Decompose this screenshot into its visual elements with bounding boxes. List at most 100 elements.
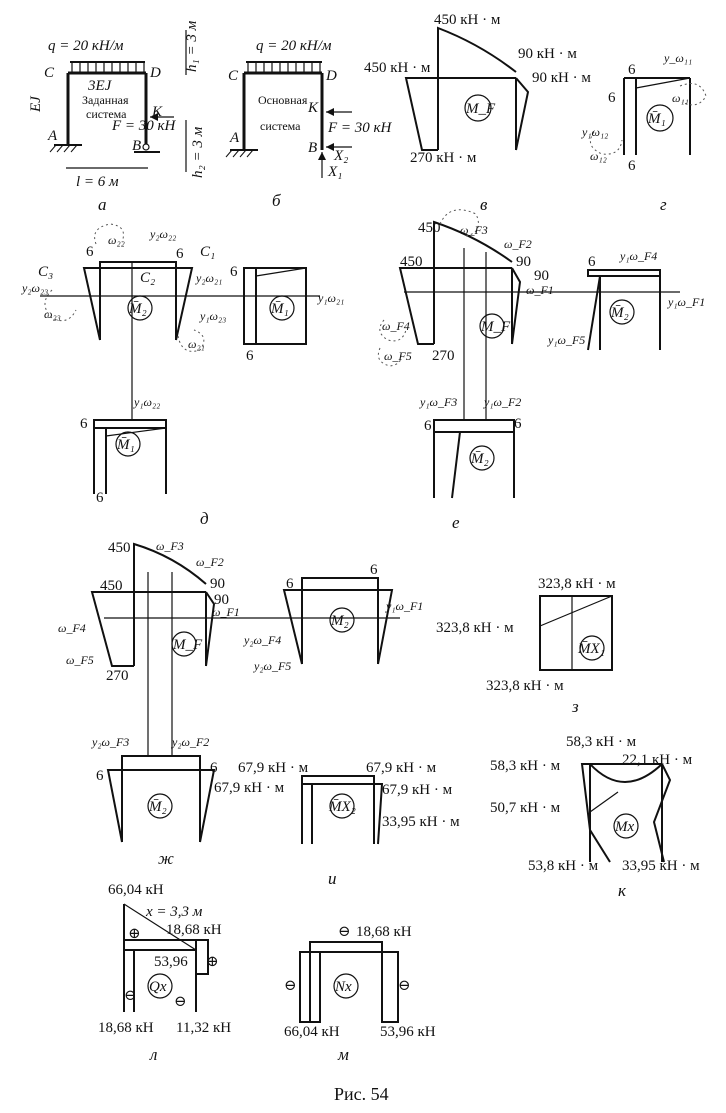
y1omega22-label: y₁ω₂₂ [133,395,160,409]
value-top-right: 67,9 кН · м [366,760,437,776]
y1omegaF3-label: y₁ω_F3 [419,395,457,409]
minus-sign-left: ⊖ [284,978,297,994]
panel-zh-multiplication: M_F M₂ M̄₂ 450 450 90 90 270 6 6 6 6 ω_F… [58,539,423,868]
value-450-left: 450 [400,254,423,270]
panel-a-letter: а [98,195,107,214]
plus-sign-a: ⊕ [128,926,141,942]
y2omega21-label: y₂ω₂₁ [195,271,222,285]
x1-label: X₁ [327,164,342,180]
plus-sign-b: ⊕ [206,954,219,970]
y-omega11-label: y_ω₁₁ [663,51,692,65]
node-B-label: B [132,138,141,154]
panel-i-mx2-diagram: M̄X₂ 67,9 кН · м 67,9 кН · м 67,9 кН · м… [214,760,460,888]
value-6-bottom: 6 [628,158,636,174]
c2-label: C₂ [140,270,155,286]
value-right-bottom: 90 кН · м [532,70,591,86]
value-left: 323,8 кН · м [436,620,514,636]
node-A-label: A [229,130,240,146]
value-6-top: 6 [628,62,636,78]
value-left: 58,3 кН · м [490,758,561,774]
value-450-left: 450 [100,578,123,594]
panel-m-letter: м [337,1045,349,1064]
y1omegaF1-label: y₁ω_F1 [667,295,705,309]
pin-support-B [142,143,150,151]
omegaF5-label: ω_F5 [384,349,412,363]
value-6-c: 6 [96,768,104,784]
value-bottom-right: 33,95 кН · м [622,858,700,874]
y1omega12-label: y₁ω₁₂ [581,125,608,139]
value-6-c: 6 [514,416,522,432]
panel-z-letter: з [571,697,579,716]
y1omegaF4-label: y₁ω_F4 [619,249,657,263]
load-label: q = 20 кН/м [48,38,124,54]
value-6-c: 6 [230,264,238,280]
value-bottom-right: 11,32 кН [176,1020,231,1036]
omega21-label: ω₂₁ [188,337,205,351]
system-title-2: система [260,119,301,133]
value-90-b: 90 [214,592,229,608]
panel-a-given-system: q = 20 кН/м C D 3EJ Заданная система EJ … [28,20,206,214]
mx2-circle-label: M̄X₂ [328,799,356,815]
panel-k-letter: к [618,881,627,900]
h2-label: h₂ = 3 м [190,126,206,178]
omegaF4-label: ω_F4 [382,319,410,333]
panel-m-nx-diagram: Nx 18,68 кН 66,04 кН 53,96 кН ⊖ ⊖ ⊖ м [284,924,436,1064]
x2-label: X₂ [333,148,348,164]
mx-circle-label: Mx [614,819,634,835]
omega12-label: ω₁₂ [590,149,607,163]
figure-caption: Рис. 54 [334,1084,389,1104]
force-label: F = 30 кН [111,118,177,134]
m2-lower-circle-label: M̄₂ [148,799,167,815]
value-90-a: 90 [210,576,225,592]
omegaF3-label: ω_F3 [460,223,488,237]
panel-e-multiplication: M_F M̄₂ M̄₂ 450 450 90 90 270 6 6 6 ω_F3… [377,209,705,532]
value-6-left: 6 [608,90,616,106]
value-top: 18,68 кН [356,924,412,940]
h1-label: h₁ = 3 м [184,20,200,72]
node-D-label: D [325,68,337,84]
mx1-circle-label: M̄X₁ [577,641,605,657]
value-6-a: 6 [588,254,596,270]
system-title-2: система [86,107,127,121]
panel-g-letter: г [660,195,667,214]
value-left: 450 кН · м [364,60,431,76]
panel-v-mf-diagram: M_F 450 кН · м 450 кН · м 90 кН · м 90 к… [364,12,591,214]
m1-circle-label: M̄₁ [270,301,289,317]
value-mid-right: 67,9 кН · м [382,782,453,798]
value-6-b: 6 [176,246,184,262]
value-270: 270 [432,348,455,364]
value-top: 323,8 кН · м [538,576,616,592]
distributed-load-arrows [71,62,145,72]
y1omegaF2-label: y₁ω_F2 [483,395,521,409]
value-top-left: 67,9 кН · м [238,760,309,776]
m1-circle-label: M̄₁ [647,111,666,127]
value-6-a: 6 [286,576,294,592]
stiffness-label: 3EJ [87,78,113,94]
panel-b-basic-system: q = 20 кН/м C D Основная система K F = 3… [225,38,393,210]
c3-label: C₃ [38,264,53,280]
value-90-b: 90 [534,268,549,284]
side-stiffness-label: EJ [28,95,44,113]
y1omegaF5-label: y₁ω_F5 [547,333,585,347]
value-90-a: 90 [516,254,531,270]
m2-circle-label: M₂ [330,613,349,629]
qx-circle-label: Qx [149,979,167,995]
panel-zh-letter: ж [158,849,174,868]
value-right: 18,68 кН [166,922,222,938]
y1omega23-label: y₁ω₂₃ [199,309,226,323]
panel-k-mx-diagram: Mx 58,3 кН · м 58,3 кН · м 22,1 кН · м 5… [490,734,700,900]
node-C-label: C [228,68,239,84]
minus-sign-right: ⊖ [398,978,411,994]
y2omega23-label: y₂ω₂₃ [21,281,48,295]
value-top: 66,04 кН [108,882,164,898]
value-6-e: 6 [80,416,88,432]
panel-v-letter: в [480,195,488,214]
value-6-a: 6 [86,244,94,260]
value-bottom-left: 18,68 кН [98,1020,154,1036]
force-label: F = 30 кН [327,120,393,136]
value-right: 22,1 кН · м [622,752,693,768]
value-6-f: 6 [96,490,104,506]
m2-circle-label: M̄₂ [610,305,629,321]
node-B-label: B [308,140,317,156]
